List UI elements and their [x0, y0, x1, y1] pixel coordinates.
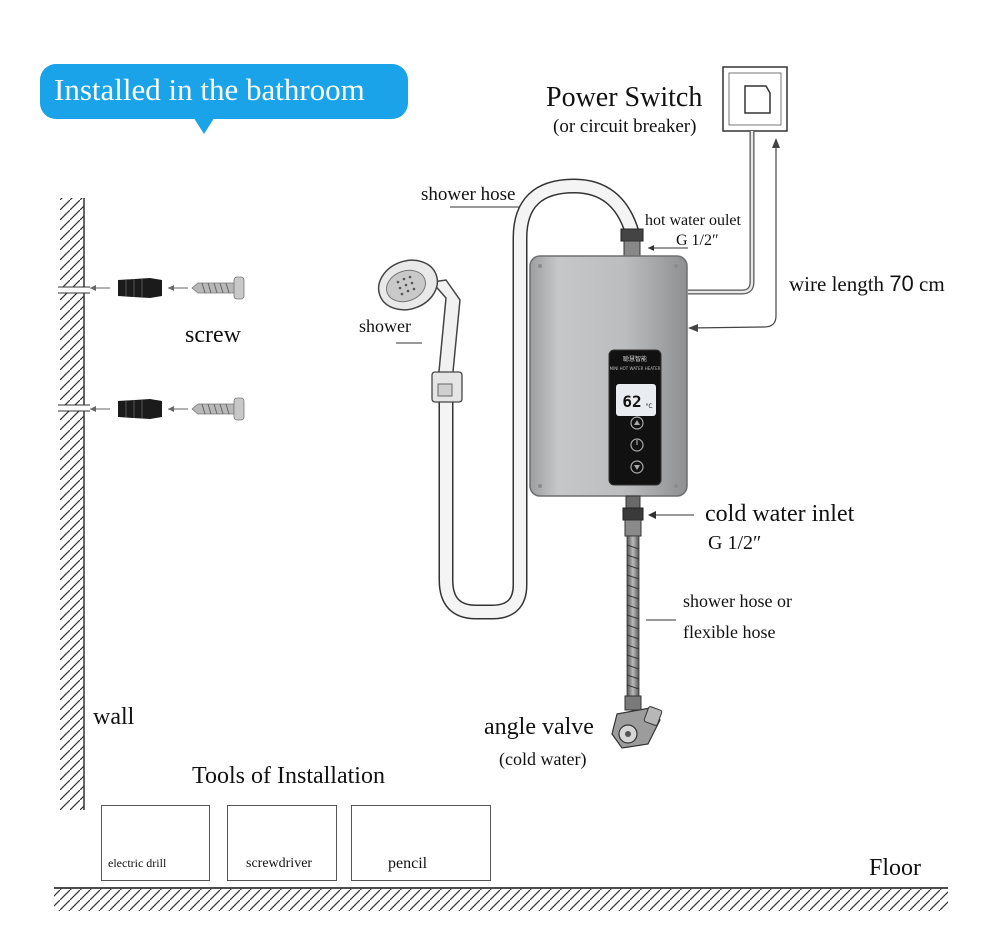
title-bubble-tail: [190, 112, 218, 134]
shower-hose: [438, 178, 640, 620]
water-heater: [529, 255, 688, 497]
cold-water-inlet-label: cold water inlet: [705, 501, 855, 527]
title-bubble: [40, 64, 408, 119]
flexible-hose: [626, 535, 676, 699]
wire-length-label: wire length 70 cm: [789, 271, 945, 297]
down-button-icon: [630, 460, 644, 474]
wall-anchor: [118, 399, 162, 419]
shower-hose-label: shower hose: [421, 184, 516, 205]
cold-water-inlet-spec: G 1/2″: [708, 532, 762, 554]
tool-card-electric-drill: [101, 805, 210, 881]
flexible-hose-label-line2: flexible hose: [683, 622, 776, 642]
bubble-title: Installed in the bathroom: [54, 72, 365, 107]
brand-label: 聪慧智能: [623, 355, 647, 363]
shower-head: [377, 259, 463, 403]
power-switch-label: Power Switch: [546, 82, 703, 113]
wire-length-prefix: wire length: [789, 272, 890, 296]
screw-anchor-set-top: [90, 276, 245, 300]
power-button-icon: [630, 438, 644, 452]
floor: [54, 887, 948, 911]
power-switch-subtitle: (or circuit breaker): [553, 116, 697, 137]
power-cable: [688, 131, 755, 295]
screw-anchor-set-bottom: [90, 397, 245, 421]
up-button-icon: [630, 416, 644, 430]
wire-length-value: 70: [889, 271, 914, 296]
wall-label: wall: [93, 704, 135, 730]
hot-water-outlet-label: hot water oulet: [645, 212, 741, 229]
tool-label-pencil: pencil: [388, 855, 428, 872]
wall-anchor: [118, 278, 162, 298]
tool-card-pencil: [351, 805, 491, 881]
wire-length-dimension: [688, 138, 780, 332]
cold-water-inlet-fitting: [622, 495, 694, 537]
tool-label-screwdriver: screwdriver: [246, 856, 313, 871]
shower-label: shower: [359, 316, 411, 336]
angle-valve-label: angle valve: [484, 714, 594, 740]
screw-label: screw: [185, 322, 241, 348]
temperature-display: [616, 384, 656, 416]
screw: [191, 397, 245, 421]
flexible-hose-label-line1: shower hose or: [683, 591, 792, 611]
model-label: MINI HOT WATER HEATER: [610, 366, 661, 371]
angle-valve: [611, 695, 663, 749]
hot-water-outlet-spec: G 1/2″: [676, 232, 719, 249]
tools-title: Tools of Installation: [192, 763, 385, 789]
screw: [191, 276, 245, 300]
temperature-unit: °C: [645, 403, 652, 410]
hot-water-outlet-fitting: [620, 228, 688, 258]
tool-label-electric-drill: electric drill: [108, 856, 167, 870]
tool-card-screwdriver: [227, 805, 337, 881]
angle-valve-sublabel: (cold water): [499, 749, 587, 769]
wire-length-unit: cm: [913, 272, 945, 296]
wall: [58, 198, 90, 810]
power-switch: [722, 66, 788, 132]
temperature-readout: 62: [622, 392, 641, 411]
floor-label: Floor: [869, 855, 922, 881]
